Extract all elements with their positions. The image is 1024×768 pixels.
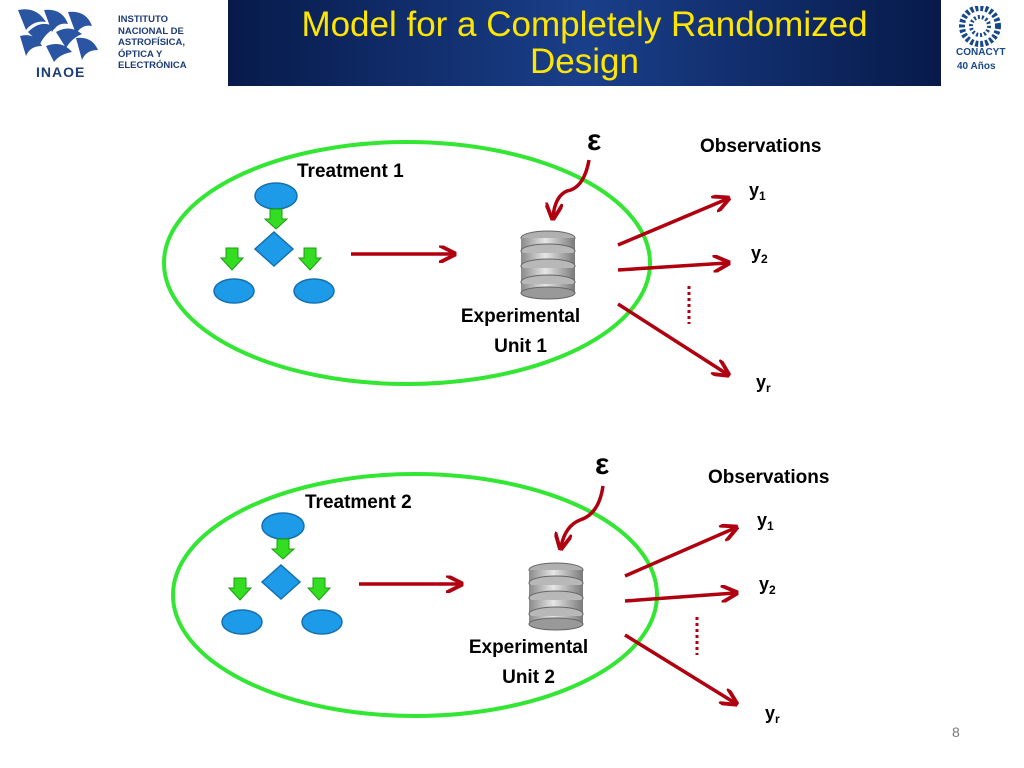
experiment-ellipse [162,140,652,386]
slide-title: Model for a Completely Randomized Design [301,5,868,81]
conacyt-name: CONACYT [956,47,1006,58]
unit-label-line: Experimental [460,306,581,327]
conacyt-years: 40 Años [957,61,996,72]
conacyt-logo [948,5,1020,86]
experimental-unit-icon [520,230,576,300]
observation-y2: y2 [759,574,776,597]
treatment-label: Treatment 2 [305,492,412,513]
inaoe-emblem-icon [18,9,98,62]
observation-arrow-r [617,302,727,374]
inaoe-acronym: INAOE [36,64,86,80]
title-bar: Model for a Completely Randomized Design [228,0,941,86]
observation-y1: y1 [749,180,766,203]
observation-y1: y1 [757,510,774,533]
observations-label: Observations [700,136,822,157]
observation-arrow-2 [617,263,727,270]
error-symbol: ε [595,448,610,481]
inaoe-logo: INAOE [6,2,221,86]
conacyt-emblem-icon [959,5,1001,47]
error-arrow [561,485,605,547]
observations-label: Observations [708,467,830,488]
experimental-unit-label: Experimental Unit 2 [456,633,601,693]
observation-arrow-r [624,633,735,703]
page-number: 8 [952,724,960,740]
observation-arrow-2 [624,593,735,603]
observation-y2: y2 [751,243,768,266]
top-block [162,140,727,386]
institute-name: INSTITUTO NACIONAL DE ASTROFÍSICA, ÓPTIC… [118,14,187,72]
error-symbol: ε [587,124,602,157]
experimental-unit-icon [528,562,584,631]
institute-name-line: NACIONAL DE [118,25,184,37]
observation-yr: yr [756,372,771,395]
institute-name-line: ELECTRÓNICA [118,60,187,71]
unit-label-line: Unit 2 [502,667,555,688]
treatment-flow-icon [213,182,335,304]
observation-arrow-1 [617,199,727,247]
observation-yr: yr [765,703,780,726]
bottom-block [171,472,735,718]
unit-label-line: Unit 1 [494,336,547,357]
experiment-ellipse [171,472,659,718]
treatment-flow-icon [221,512,343,635]
observation-arrow-1 [624,528,735,578]
institute-name-line: INSTITUTO [118,14,168,25]
unit-label-line: Experimental [468,637,589,658]
error-arrow [553,159,591,217]
treatment-label: Treatment 1 [297,161,404,182]
institute-name-line: ASTROFÍSICA, [118,37,186,48]
institute-name-line: ÓPTICA Y [118,48,163,60]
experimental-unit-label: Experimental Unit 1 [448,302,593,362]
slide-header: INAOE INSTITUTO NACIONAL DE ASTROFÍSICA,… [0,0,1024,90]
